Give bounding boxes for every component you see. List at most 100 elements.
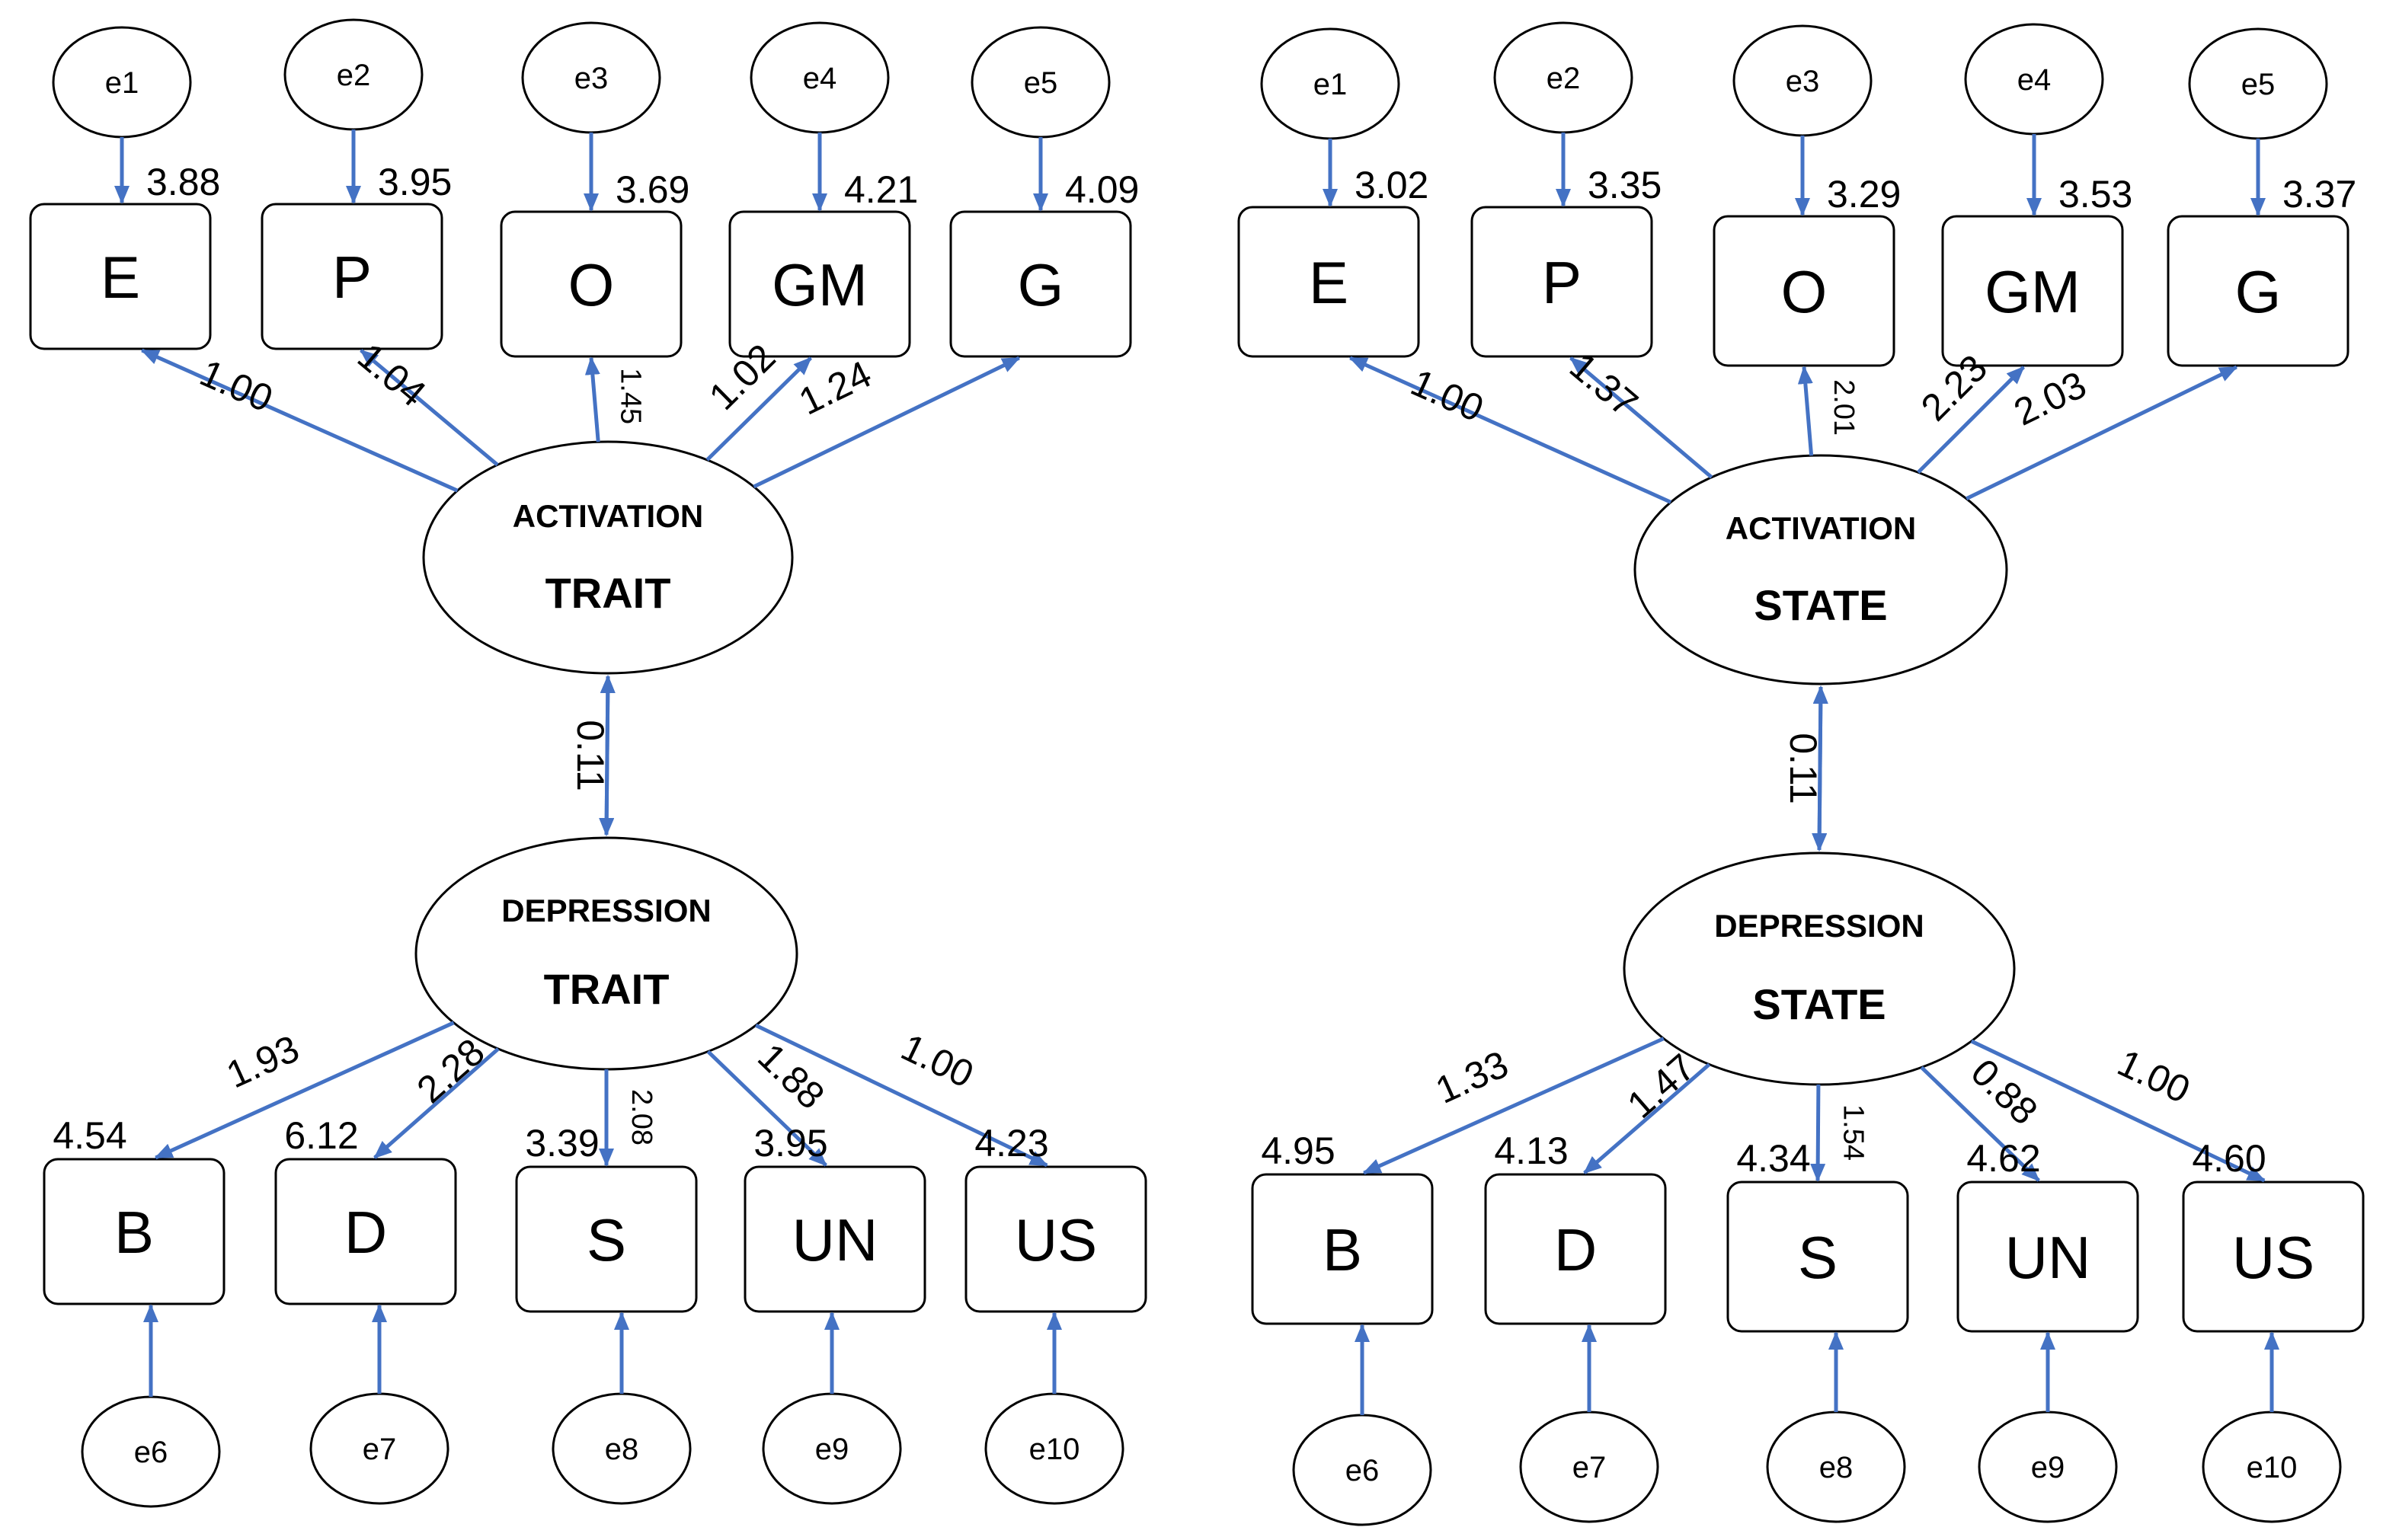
- loading-arrow: [1797, 366, 1814, 456]
- loading-label: 1.00: [1405, 361, 1490, 430]
- indicator-label: E: [1309, 249, 1348, 316]
- error-term-label: e8: [1819, 1451, 1854, 1484]
- indicator-label: E: [101, 244, 140, 311]
- indicator-label: D: [1554, 1216, 1597, 1283]
- error-term-label: e9: [815, 1433, 849, 1466]
- indicator-box: [29, 203, 212, 350]
- loading-arrow: [753, 356, 1021, 489]
- loading-arrow: [373, 1047, 500, 1159]
- loading-label: 1.47: [1619, 1046, 1703, 1126]
- depression-subtitle: TRAIT: [544, 965, 670, 1013]
- error-term-label: e6: [134, 1436, 168, 1469]
- indicator-label: O: [1781, 258, 1828, 325]
- error-value: 4.62: [1966, 1137, 2040, 1180]
- depression-state-ellipse: [1623, 851, 2016, 1086]
- loading-label: 1.33: [1429, 1043, 1515, 1112]
- error-value: 4.21: [844, 168, 918, 211]
- loading-label: 2.01: [1828, 379, 1860, 436]
- indicator-label: G: [2235, 258, 2282, 325]
- error-term-label: e4: [803, 62, 837, 95]
- loading-arrow: [755, 1024, 1049, 1168]
- correlation-arrow: [1812, 685, 1828, 851]
- error-value: 3.37: [2282, 173, 2356, 216]
- error-value: 3.95: [378, 161, 452, 203]
- indicator-box: [1726, 1181, 1909, 1333]
- indicator-box: [515, 1165, 698, 1313]
- indicator-label: D: [344, 1199, 387, 1266]
- error-value: 4.60: [2192, 1137, 2266, 1180]
- loading-arrow: [706, 1050, 827, 1167]
- depression-title: DEPRESSION: [1714, 908, 1924, 944]
- loading-label: 1.54: [1837, 1104, 1869, 1161]
- indicator-label: US: [2232, 1224, 2314, 1291]
- error-term-label: e8: [605, 1433, 639, 1466]
- indicator-label: S: [587, 1206, 626, 1273]
- error-value: 3.29: [1827, 173, 1901, 216]
- indicator-label: B: [114, 1199, 154, 1266]
- error-value: 3.69: [616, 168, 689, 211]
- loading-arrow: [140, 348, 459, 493]
- activation-trait-ellipse: [422, 440, 794, 675]
- error-term-label: e7: [363, 1433, 397, 1466]
- loading-arrow: [1966, 365, 2238, 501]
- error-value: 4.23: [974, 1122, 1048, 1165]
- error-term-label: e5: [2241, 68, 2276, 101]
- loading-arrow: [1970, 1039, 2266, 1183]
- loading-arrow: [154, 1021, 455, 1160]
- activation-subtitle: TRAIT: [545, 569, 671, 617]
- loading-arrow: [705, 356, 812, 462]
- error-value: 3.02: [1355, 164, 1428, 206]
- error-value: 3.35: [1588, 164, 1662, 206]
- loading-arrow: [1569, 356, 1713, 479]
- error-value: 4.54: [53, 1114, 126, 1157]
- indicator-box: [949, 210, 1132, 358]
- correlation-arrow: [599, 675, 616, 836]
- loading-arrow: [1920, 1066, 2040, 1182]
- error-term-label: e1: [105, 66, 139, 100]
- indicator-box: [1251, 1173, 1434, 1325]
- error-term-label: e3: [574, 62, 609, 95]
- error-term-label: e4: [2017, 63, 2052, 97]
- indicator-label: GM: [1985, 258, 2081, 325]
- indicator-label: P: [332, 244, 372, 311]
- indicator-box: [1470, 206, 1653, 358]
- depression-subtitle: STATE: [1752, 980, 1886, 1028]
- indicator-box: [2167, 215, 2349, 367]
- indicator-label: US: [1015, 1206, 1097, 1273]
- error-value: 3.95: [753, 1122, 827, 1165]
- error-term-label: e10: [2247, 1451, 2298, 1484]
- loading-label: 1.00: [2111, 1041, 2196, 1111]
- indicator-label: S: [1798, 1224, 1838, 1291]
- loading-label: 2.28: [409, 1030, 493, 1111]
- indicator-label: UN: [2005, 1224, 2091, 1291]
- depression-trait-ellipse: [414, 836, 798, 1071]
- error-value: 6.12: [284, 1114, 358, 1157]
- activation-subtitle: STATE: [1754, 581, 1887, 629]
- loading-arrow: [1362, 1037, 1665, 1175]
- loading-label: 2.08: [625, 1089, 657, 1145]
- indicator-label: P: [1542, 249, 1582, 316]
- indicator-label: UN: [792, 1206, 878, 1273]
- loading-arrow: [584, 356, 600, 443]
- loading-label: 2.03: [2007, 363, 2093, 434]
- error-term-label: e10: [1029, 1433, 1080, 1466]
- loading-arrow: [1348, 356, 1672, 504]
- activation-state-ellipse: [1633, 454, 2008, 685]
- indicator-label: GM: [772, 251, 868, 318]
- error-value: 3.39: [525, 1122, 599, 1165]
- loading-label: 1.00: [895, 1025, 980, 1096]
- loading-arrow: [360, 349, 499, 467]
- activation-title: ACTIVATION: [1726, 510, 1916, 546]
- error-term-label: e2: [1547, 62, 1581, 95]
- indicator-box: [274, 1158, 457, 1305]
- error-term-label: e5: [1024, 66, 1058, 100]
- error-value: 3.53: [2058, 173, 2132, 216]
- loading-label: 1.45: [615, 368, 647, 424]
- error-term-label: e9: [2031, 1451, 2065, 1484]
- error-value: 3.88: [146, 161, 220, 203]
- error-term-label: e3: [1786, 65, 1820, 98]
- error-value: 4.95: [1261, 1129, 1335, 1172]
- error-term-label: e6: [1345, 1454, 1380, 1487]
- loading-arrow: [1583, 1062, 1711, 1174]
